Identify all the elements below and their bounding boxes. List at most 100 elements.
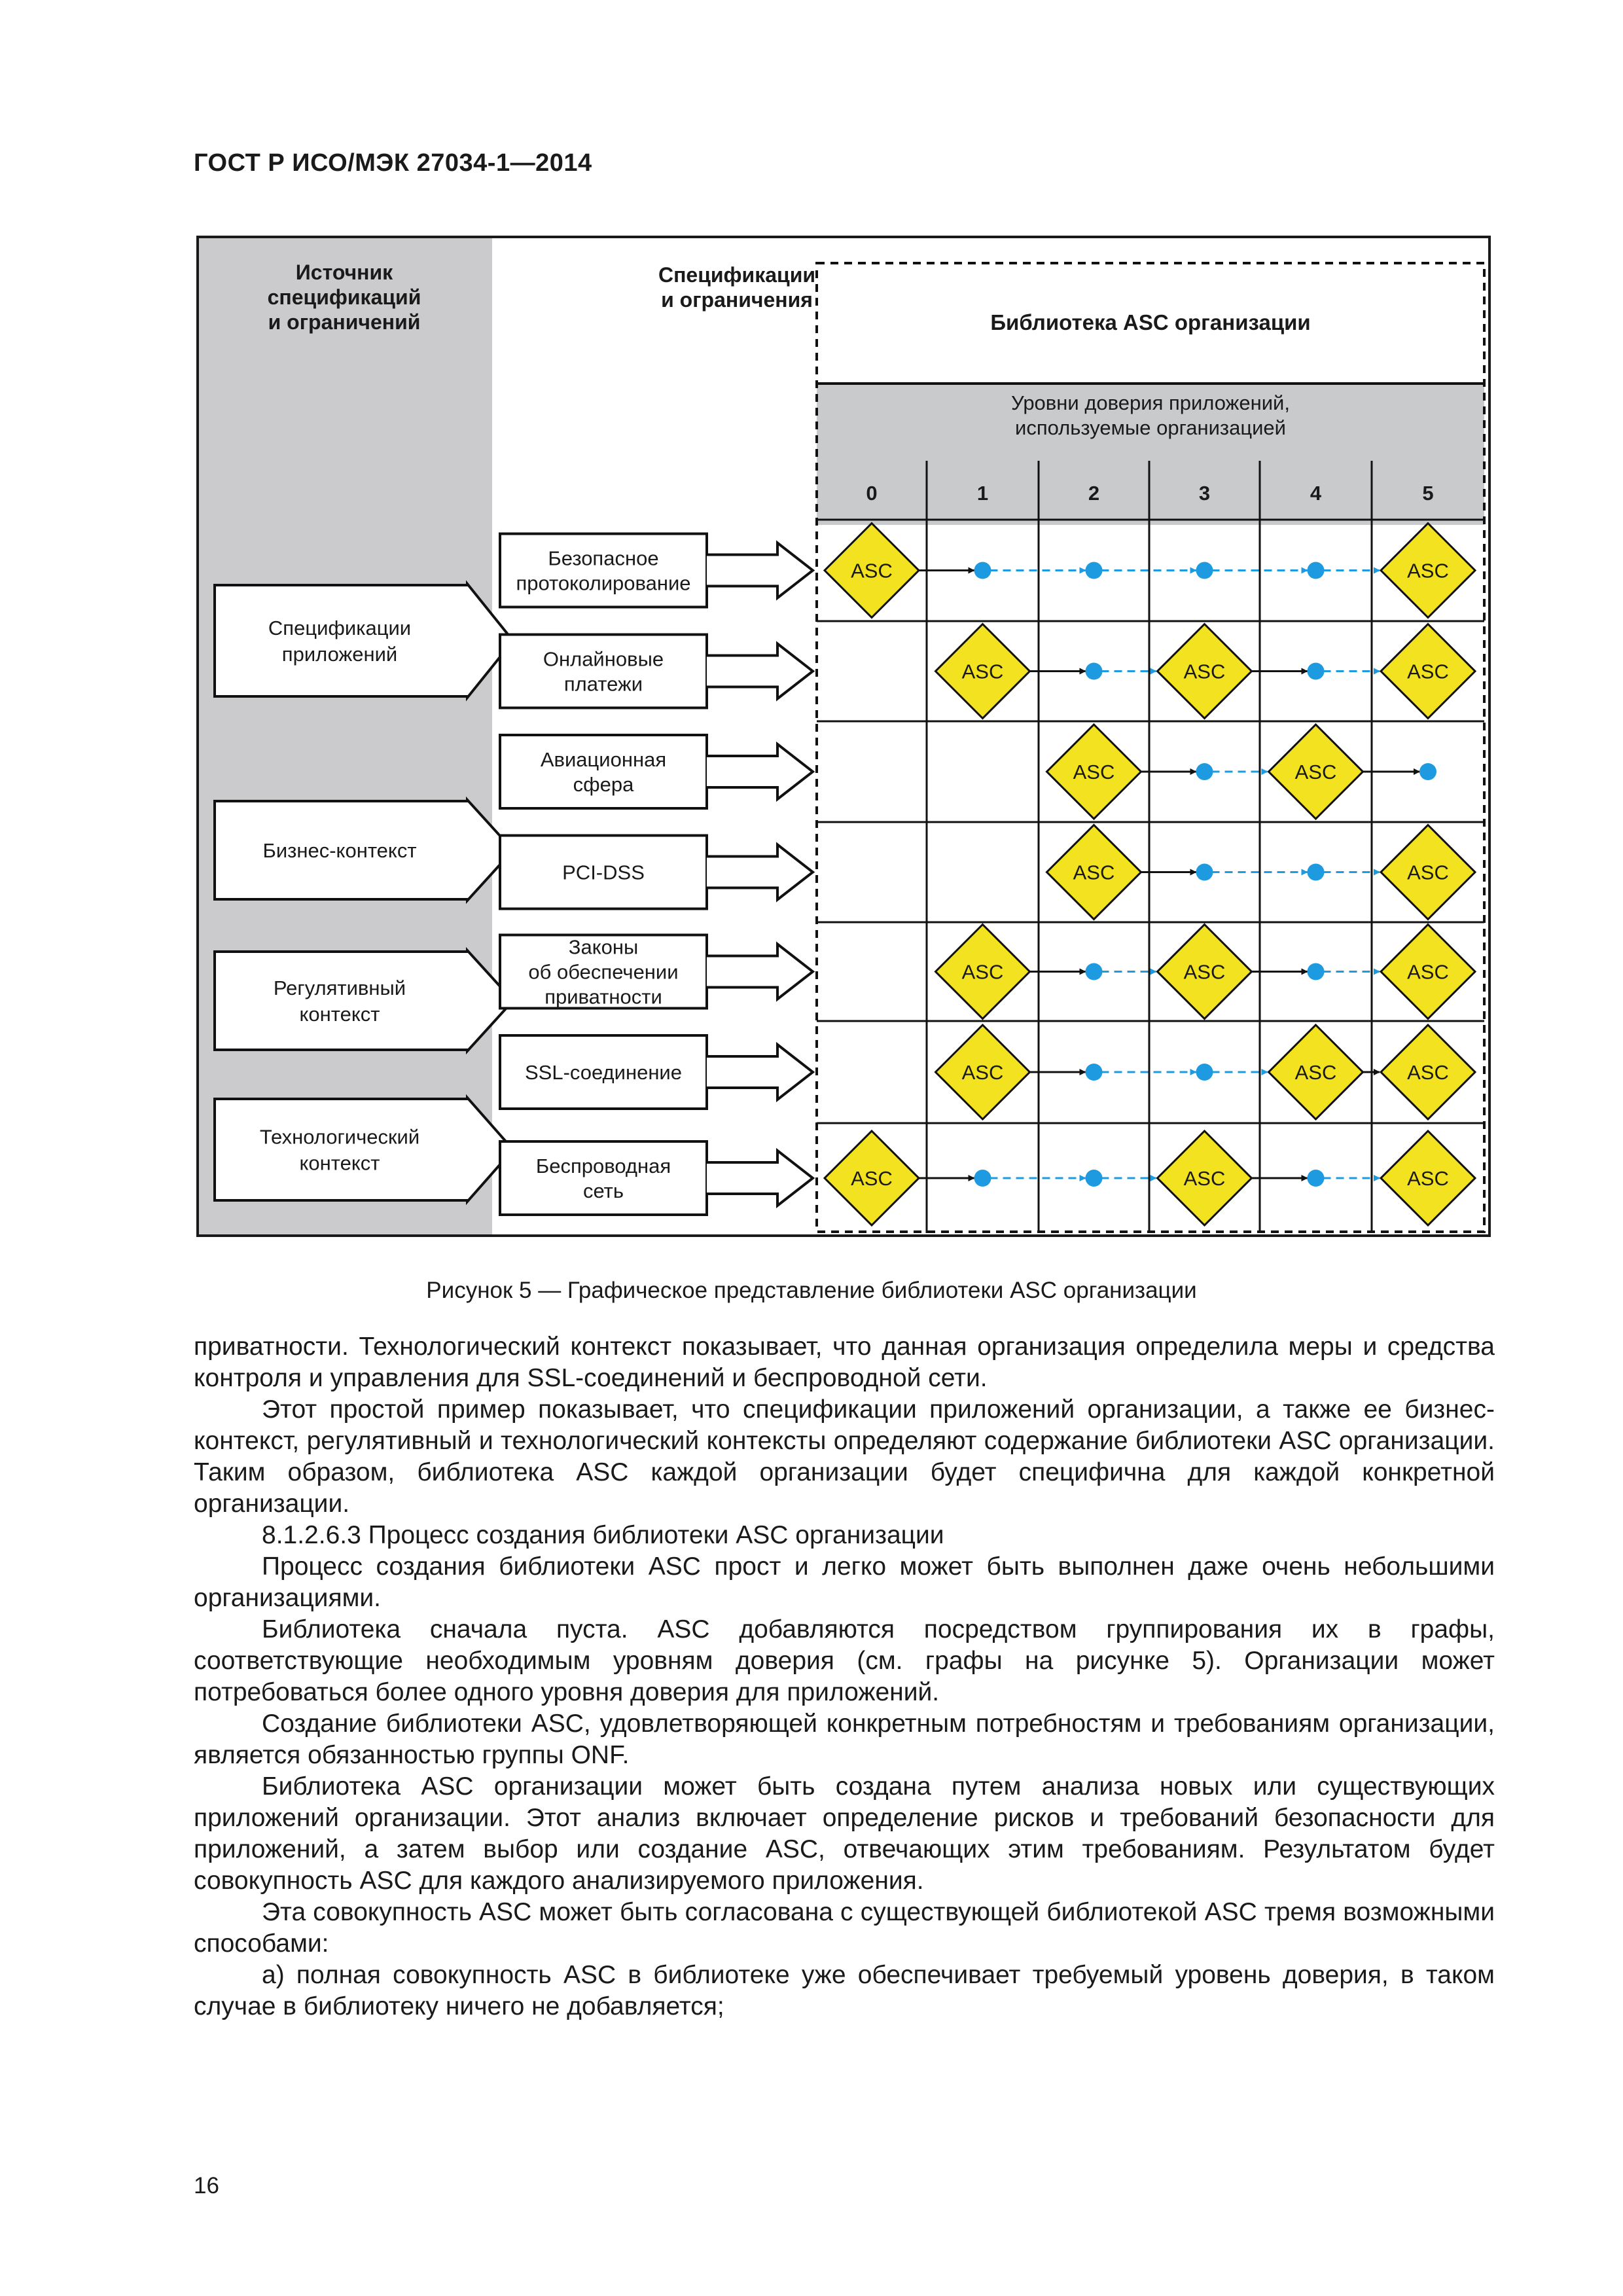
asc-diamond [823,1129,921,1227]
spec-arrow [707,1041,815,1103]
spec-label: об обеспечении [528,961,678,984]
asc-label: ASC [1073,861,1115,884]
spec-box [499,834,708,910]
asc-label: ASC [1407,861,1449,884]
spec-box [499,933,708,1010]
source-column-header: спецификаций [268,285,421,309]
asc-diamond [1379,923,1477,1020]
level-label: 0 [866,482,877,505]
spec-arrow [707,1147,815,1209]
asc-diamond [1156,923,1253,1020]
level-dot [1307,662,1325,680]
asc-label: ASC [962,1061,1004,1084]
source-column-header: Источник [296,260,393,284]
asc-label: ASC [1407,961,1449,984]
paragraph: Библиотека ASC организации может быть со… [194,1772,1495,1895]
asc-diamond [1267,1023,1364,1121]
page-number: 16 [194,2173,219,2198]
asc-diamond [1045,723,1143,821]
source-box [213,946,515,1055]
source-label: приложений [282,643,397,666]
level-dot [1307,963,1325,980]
asc-label: ASC [1184,961,1226,984]
asc-diamond [1379,1023,1477,1121]
levels-header-band [817,384,1484,525]
asc-label: ASC [851,1167,893,1190]
level-dot [1085,1064,1103,1081]
spec-label: платежи [564,673,643,696]
spec-arrow [707,540,815,601]
asc-diamond [1156,1129,1253,1227]
asc-diamond [934,622,1031,720]
level-dot [974,562,991,579]
source-label: Технологический [260,1126,419,1149]
asc-label: ASC [1407,560,1449,583]
spec-arrow [707,842,815,903]
spec-label: SSL-соединение [525,1061,682,1084]
source-box [213,1094,515,1206]
level-label: 5 [1422,482,1433,505]
level-label: 1 [977,482,988,505]
asc-label: ASC [1184,660,1226,683]
spec-label: Законы [569,936,639,959]
asc-diamond [1379,522,1477,619]
asc-diamond [1156,622,1253,720]
spec-box [499,1140,708,1216]
asc-label: ASC [962,660,1004,683]
level-dot [1085,1170,1103,1187]
source-column-header: и ограничений [268,310,421,334]
level-label: 2 [1088,482,1099,505]
source-label: контекст [300,1152,380,1175]
source-label: Спецификации [268,617,411,639]
figure-caption: Рисунок 5 — Графическое представление би… [426,1278,1197,1303]
body-text: приватности. Технологический контекст по… [194,1331,1495,2022]
source-box [213,796,515,905]
level-dot [1085,562,1103,579]
paragraph: Создание библиотеки ASC, удовлетворяющей… [194,1710,1495,1769]
source-label: контекст [300,1003,380,1026]
paragraph: Этот простой пример показывает, что спец… [194,1395,1495,1518]
library-dashed-border [815,262,1486,1233]
level-dot [974,1170,991,1187]
asc-label: ASC [1073,761,1115,783]
asc-label: ASC [851,560,893,583]
spec-label: сеть [583,1179,624,1202]
paragraph: приватности. Технологический контекст по… [194,1333,1495,1392]
level-dot [1307,863,1325,881]
specs-column-header: и ограничения [661,288,813,312]
spec-label: протоколирование [516,572,690,595]
level-label: 3 [1199,482,1210,505]
paragraph: 8.1.2.6.3 Процесс создания библиотеки AS… [262,1521,944,1549]
level-dot [1196,763,1213,780]
spec-label: Безопасное [548,547,658,570]
spec-box [499,734,708,810]
asc-label: ASC [1295,761,1337,783]
asc-diamond [934,1023,1031,1121]
paragraph: Библиотека сначала пуста. ASC добавляютс… [194,1615,1495,1706]
document-header: ГОСТ Р ИСО/МЭК 27034-1—2014 [194,149,592,177]
source-label: Бизнес-контекст [262,839,416,862]
spec-arrow [707,741,815,802]
source-column-panel [199,238,492,1234]
level-dot [1196,863,1213,881]
spec-box [499,1034,708,1110]
specs-column-header: Спецификации [658,263,815,287]
paragraph: Процесс создания библиотеки ASC прост и … [194,1552,1495,1612]
library-title: Библиотека ASC организации [990,310,1310,334]
levels-title: используемые организацией [1015,416,1286,439]
level-label: 4 [1310,482,1322,505]
source-label: Регулятивный [274,977,406,999]
asc-label: ASC [1407,660,1449,683]
levels-title: Уровни доверия приложений, [1011,391,1290,414]
spec-label: Авиационная [541,748,666,771]
asc-label: ASC [962,961,1004,984]
spec-label: PCI-DSS [562,861,645,884]
paragraph: а) полная совокупность ASC в библиотеке … [194,1961,1495,2020]
level-dot [1196,562,1213,579]
level-dot [1085,963,1103,980]
asc-diamond [1267,723,1364,821]
paragraph: Эта совокупность ASC может быть согласов… [194,1898,1495,1958]
asc-diamond [1379,622,1477,720]
